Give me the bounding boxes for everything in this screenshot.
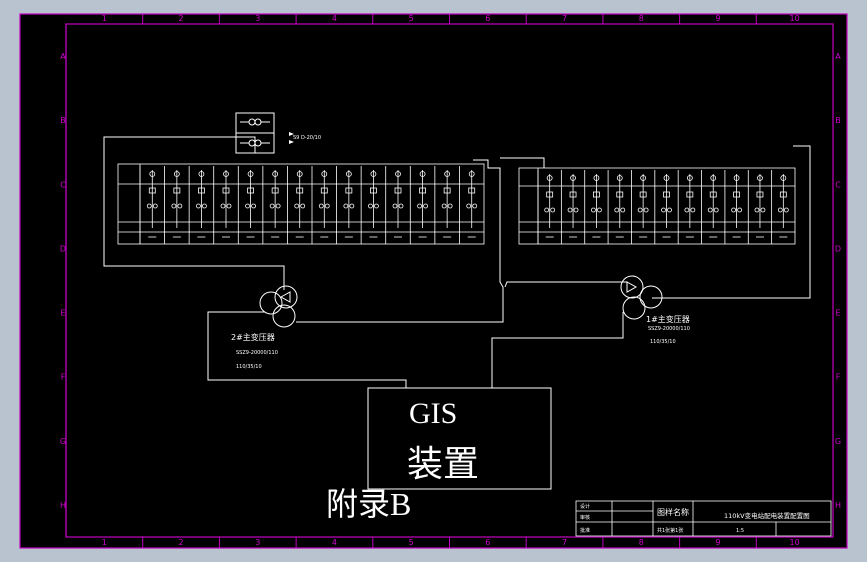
gis-equipment-label: 装置 [407,444,479,484]
grid-column-label: 10 [790,14,800,23]
cubicle-column [360,166,379,244]
grid-column-label: 8 [639,14,644,23]
cubicle-column [631,170,649,244]
grid-column-label: 2 [179,14,184,23]
grid-column-label: 9 [715,14,720,23]
cubicle-column [287,166,306,244]
cubicle-column [537,170,556,244]
grid-row-label: D [835,244,841,253]
transformer-2-spec-rating: SSZ9-20000/110 [236,350,278,356]
grid-column-label: 1 [102,538,107,547]
grid-row-label: E [60,309,65,318]
grid-column-label: 7 [562,14,567,23]
transformer-1-label: 1#主变压器 [646,314,690,324]
cubicle-column [213,166,232,244]
grid-row-label: F [61,373,66,382]
cubicle-column [385,166,404,244]
grid-column-label: 9 [715,538,720,547]
title-block-row-3: 批准 [580,527,590,534]
grid-column-label: 10 [790,538,800,547]
transformer-1-symbol [620,275,663,320]
cubicle-column [262,166,281,244]
grid-column-label: 7 [562,538,567,547]
grid-column-label: 5 [409,14,414,23]
grid-row-label: G [60,437,66,446]
cubicle-column [771,170,789,244]
cubicle-column [237,166,256,244]
grid-row-label: B [835,116,841,125]
grid-row-label: H [835,501,841,510]
grid-column-label: 3 [255,538,260,547]
title-block-row-1: 设计 [580,503,590,510]
grid-column-label: 2 [179,538,184,547]
cubicle-column [336,166,355,244]
right-cubicle-columns [537,170,789,244]
transformer-2-label: 2#主变压器 [231,332,275,342]
appendix-label: 附录B [326,486,411,522]
cubicle-column [459,166,478,244]
cubicle-column [560,170,579,244]
grid-column-label: 4 [332,538,337,547]
grid-row-label: A [835,52,841,61]
grid-row-label: F [836,373,841,382]
gis-label: GIS [409,397,457,430]
cubicle-column [654,170,672,244]
grid-column-label: 4 [332,14,337,23]
drawing-name-label: 图样名称 [657,507,689,517]
grid-row-labels-right: A B C D E F G H [835,52,841,510]
cubicle-column [677,170,696,244]
grid-column-label: 8 [639,538,644,547]
scale-value: 1:5 [736,528,744,534]
cubicle-column [747,170,766,244]
cubicle-column [188,166,207,244]
cubicle-column [164,166,183,244]
grid-column-labels-top: 1 2 3 4 5 6 7 8 9 10 [102,14,800,24]
grid-column-label: 6 [485,538,490,547]
grid-column-labels-bottom: 1 2 3 4 5 6 7 8 9 10 [102,537,800,548]
grid-column-label: 6 [485,14,490,23]
grid-row-label: B [60,116,66,125]
left-cubicle-columns [139,166,478,244]
cubicle-column [139,166,158,244]
drawing-sheet [20,14,847,548]
station-tx-arrow-icon [289,132,294,144]
grid-row-label: E [835,309,840,318]
grid-row-label: G [835,437,841,446]
cubicle-column [409,166,428,244]
grid-column-label: 5 [409,538,414,547]
grid-column-label: 1 [102,14,107,23]
cubicle-column [724,170,742,244]
title-block-row-2: 审核 [580,514,590,521]
grid-row-label: A [60,52,66,61]
transformer-1-spec-voltage: 110/35/10 [650,339,676,345]
cubicle-column [584,170,602,244]
cubicle-column [607,170,626,244]
grid-row-labels-left: A B C D E F G H [60,52,66,510]
grid-row-label: D [60,244,66,253]
sheet-info: 共1张第1张 [657,527,683,534]
grid-column-label: 3 [255,14,260,23]
switchgear-panel-left [117,163,485,245]
cubicle-column [311,166,330,244]
drawing-title: 110kV变电站配电装置配置图 [724,511,810,520]
cubicle-column [701,170,719,244]
transformer-2-spec-voltage: 110/35/10 [236,364,262,370]
gis-box [367,387,552,490]
transformer-2-symbol [259,285,298,328]
title-block [575,500,832,537]
grid-row-label: H [60,501,66,510]
grid-row-label: C [835,180,841,189]
grid-row-label: C [60,180,66,189]
transformer-1-spec-rating: SSZ9-20000/110 [648,326,690,332]
cubicle-column [434,166,453,244]
station-tx-label: S9 D-20/10 [293,135,321,141]
